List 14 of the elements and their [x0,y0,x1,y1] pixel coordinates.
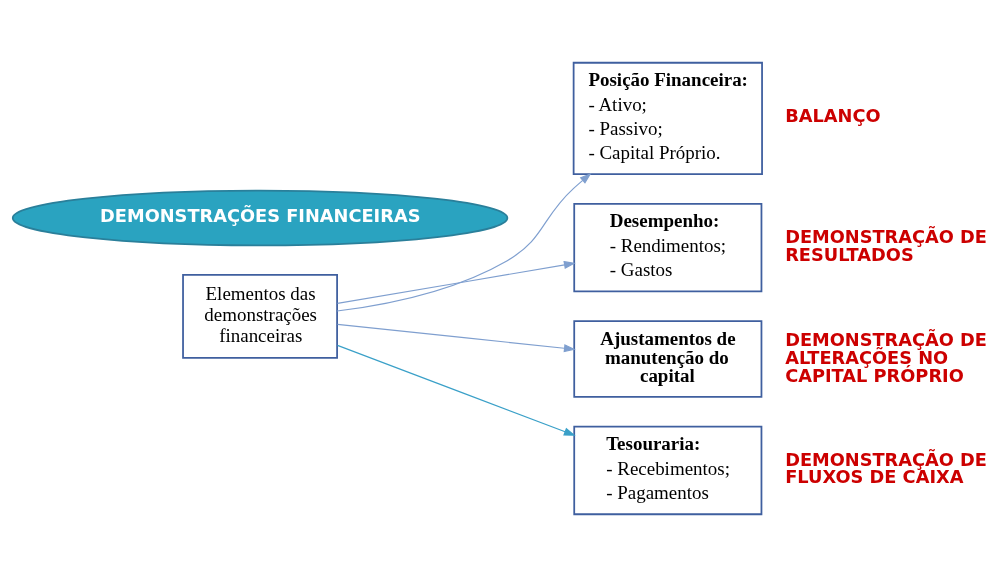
node-box: Posição Financeira: - Ativo; - Passivo; - Capital Próprio. [572,61,763,176]
node-box: Desempenho: - Rendimentos; - Gastos [573,202,763,293]
arrow [336,323,576,353]
node-box: Elementos das demonstrações financeiras [182,274,338,359]
arrow [336,260,576,304]
node-label: DEMONSTRAÇÃO DE ALTERAÇÕES NO CAPITAL PRÓPRIO [785,329,988,386]
node-label: DEMONSTRAÇÃO DE RESULTADOS [785,226,988,265]
node-ellipse: DEMONSTRAÇÕES FINANCEIRAS [11,189,509,247]
node-label: DEMONSTRAÇÃO DE FLUXOS DE CAIXA [785,449,988,488]
node-box: Tesouraria: - Recebimentos; - Pagamentos [573,425,763,516]
node-box: Ajustamentos de manutenção do capital [573,320,763,398]
arrow [336,344,576,436]
arrow [336,173,592,312]
node-label: BALANÇO [785,105,881,126]
